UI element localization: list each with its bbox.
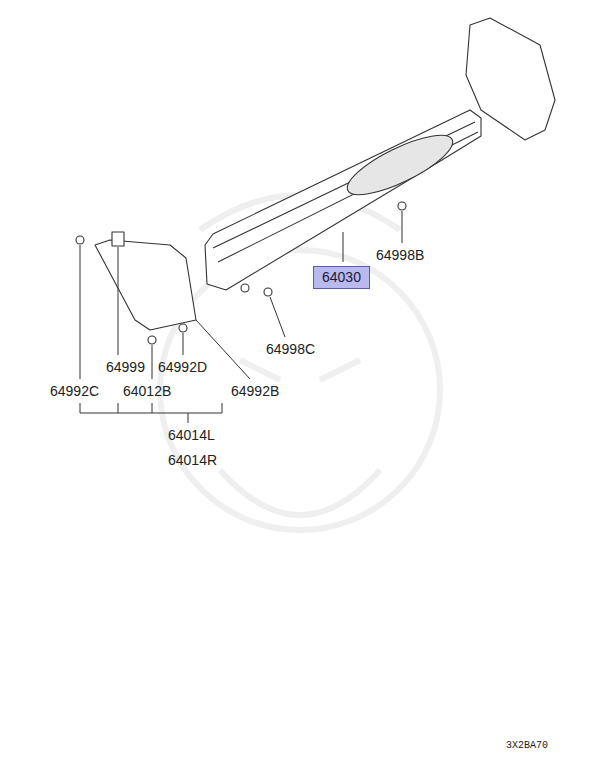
screw [264, 288, 272, 296]
callout-text: 64998C [266, 341, 315, 357]
callout-text: 64014L [168, 427, 215, 443]
callout-text: 64992D [158, 359, 207, 375]
front-mudguard [95, 240, 196, 330]
clip [112, 232, 124, 246]
callout-text: 64998B [376, 247, 424, 263]
garnish-recess [340, 124, 459, 205]
leader-lines [80, 211, 402, 423]
callout-text: 64992C [50, 383, 99, 399]
callout-text: 64012B [123, 383, 171, 399]
side-sill-garnish [205, 110, 481, 290]
rear-mudguard [466, 18, 555, 140]
callout-number: 64992D [158, 359, 207, 375]
callout-number: 64012B [123, 383, 171, 399]
clip [398, 202, 406, 210]
callout-text: 64014R [168, 452, 217, 468]
callout-number: 64998B [376, 247, 424, 263]
clip [179, 324, 187, 332]
callout-number: 64014L [168, 427, 215, 443]
callout-number: 64992B [231, 383, 279, 399]
callout-number: 64999 [106, 359, 145, 375]
screw [241, 284, 249, 292]
clip [148, 336, 156, 344]
part-number: 64030 [322, 269, 361, 285]
part-number-box: 64030 [313, 266, 370, 289]
garnish-edge [213, 122, 478, 262]
callout-text: 3X2BA70 [506, 740, 548, 751]
callout-text: 64999 [106, 359, 145, 375]
callout-text: 64992B [231, 383, 279, 399]
screw [76, 236, 84, 244]
callout-number: 64992C [50, 383, 99, 399]
callout-number: 64014R [168, 452, 217, 468]
callout-number: 64998C [266, 341, 315, 357]
callout-number: 3X2BA70 [506, 740, 548, 752]
